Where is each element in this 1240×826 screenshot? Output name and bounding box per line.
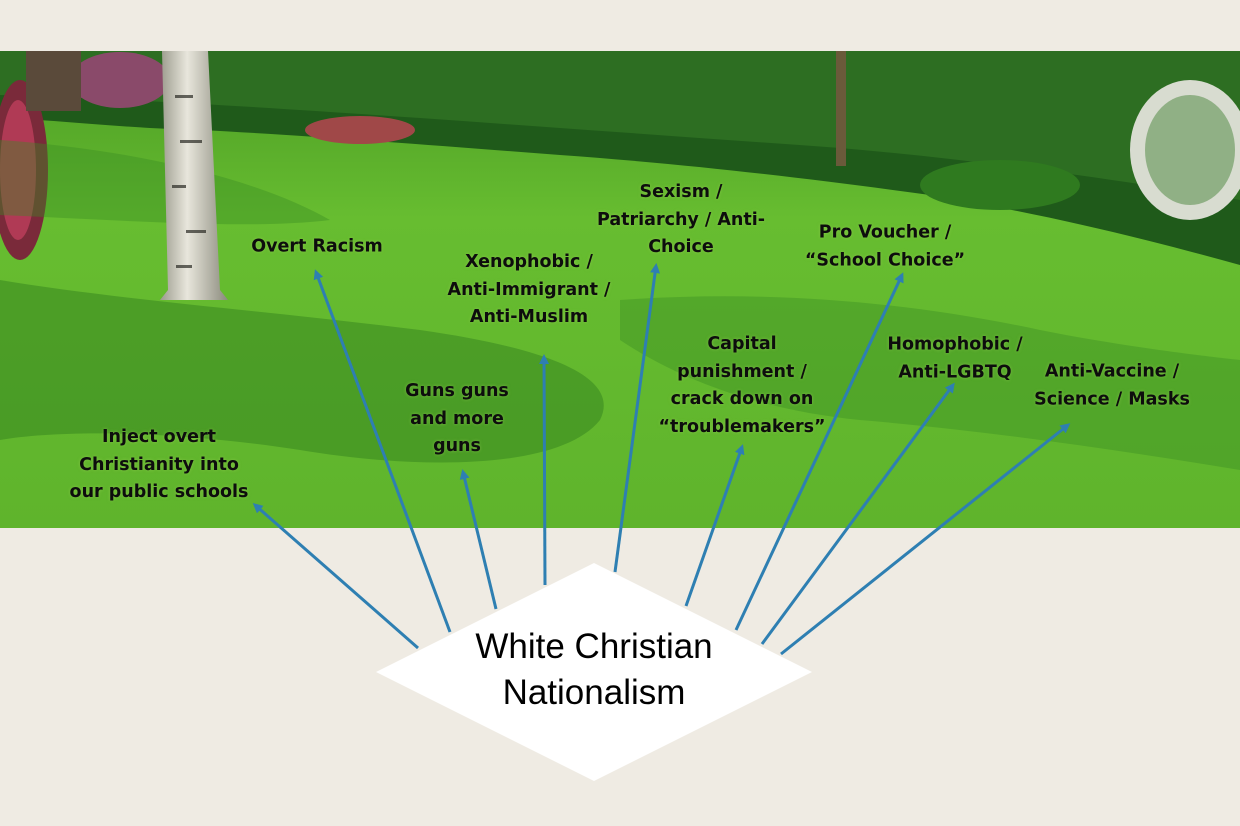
arrow-xenophobic <box>539 354 550 586</box>
label-homophobic: Homophobic / Anti-LGBTQ <box>887 334 1023 383</box>
lawn-photo <box>0 51 1240 528</box>
label-sexism: Sexism / Patriarchy / Anti- Choice <box>596 181 766 257</box>
label-guns: Guns guns and more guns <box>405 380 509 456</box>
arrow-guns <box>459 469 498 610</box>
label-overt-racism: Overt Racism <box>251 236 383 257</box>
arrow-anti-vaccine <box>780 423 1071 656</box>
arrow-homophobic <box>760 382 955 645</box>
arrow-sexism <box>613 263 661 573</box>
arrow-capital-punishment <box>684 444 745 607</box>
label-capital-punishment: Capital punishment / crack down on “trou… <box>658 334 826 437</box>
center-diamond <box>376 563 812 781</box>
center-node-label: White Christian Nationalism <box>475 627 713 712</box>
label-pro-voucher: Pro Voucher / “School Choice” <box>804 222 966 271</box>
arrow-pro-voucher <box>734 272 904 631</box>
arrow-group <box>252 263 1071 656</box>
label-xenophobic: Xenophobic / Anti-Immigrant / Anti-Musli… <box>447 251 611 327</box>
label-anti-vaccine: Anti-Vaccine / Science / Masks <box>1034 361 1190 410</box>
label-inject-christianity: Inject overt Christianity into our publi… <box>69 426 249 502</box>
arrow-overt-racism <box>313 269 452 633</box>
arrow-inject-christianity <box>252 503 419 650</box>
